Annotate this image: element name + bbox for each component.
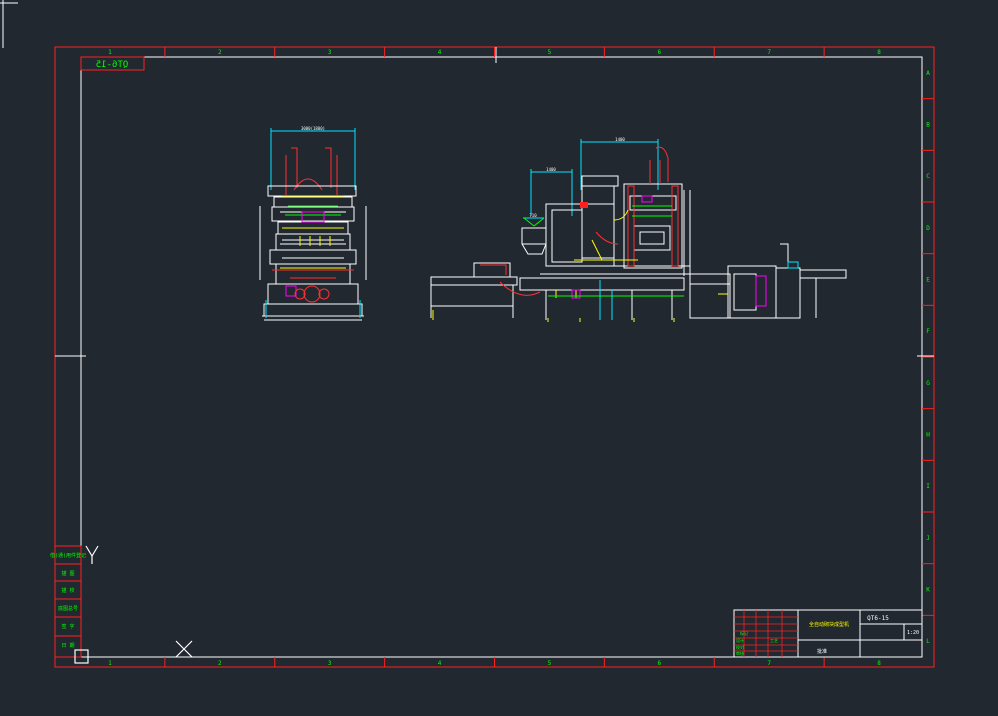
zone-col-label-top: 8 <box>877 49 881 56</box>
x-mark-icon <box>175 640 193 658</box>
zone-row-label-right: K <box>926 587 930 594</box>
side-dim-small-label: 710 <box>529 213 537 218</box>
zone-row-label-right: B <box>926 122 930 129</box>
front-dim-label: 3000(1800) <box>301 126 325 131</box>
zone-grid <box>164 47 934 667</box>
reg-label-5: 签 字 <box>61 623 74 630</box>
zone-row-label-right: D <box>926 225 930 232</box>
zone-row-label-right: J <box>926 535 930 542</box>
center-marks <box>55 47 934 357</box>
reg-label-3: 描 校 <box>61 587 74 594</box>
zone-col-label-bottom: 8 <box>877 660 881 667</box>
tb-label-check: 校对 <box>736 644 744 650</box>
front-view: 3000(1800) <box>259 126 367 321</box>
zone-col-label-top: 5 <box>548 49 552 56</box>
tb-label-review: 审核 <box>736 650 744 656</box>
drawing-code-tag: QT6-15 <box>80 56 145 71</box>
title-block: 标记 设计 校对 审核 工艺 全自动砌块成型机 批准 QT6-15 1:20 <box>733 609 923 658</box>
reg-label-1: 借(通)用件登记 <box>50 552 86 559</box>
zone-col-label-bottom: 3 <box>328 660 332 667</box>
tb-label-design: 设计 <box>736 637 744 643</box>
drawing-code-text: QT6-15 <box>96 60 129 70</box>
side-dim-top-label: 1400 <box>615 137 625 142</box>
tb-label-mark: 标记 <box>740 630 748 636</box>
zone-col-label-top: 7 <box>767 49 771 56</box>
reg-label-4: 底图总号 <box>58 605 78 612</box>
cursor-crosshair-icon <box>0 0 18 48</box>
side-view: 1400 1400 710 <box>430 137 847 322</box>
zone-row-label-right: C <box>926 173 930 180</box>
zone-col-label-top: 6 <box>658 49 662 56</box>
left-registration-block: 借(通)用件登记 描 图 描 校 底图总号 签 字 日 期 <box>50 545 86 658</box>
side-dim-mid-label: 1400 <box>546 167 556 172</box>
zone-col-label-bottom: 5 <box>548 660 552 667</box>
tb-approve-label: 批准 <box>817 648 827 655</box>
tb-title: 全自动砌块成型机 <box>809 621 849 628</box>
zone-row-label-right: A <box>926 70 930 77</box>
zone-col-label-bottom: 4 <box>438 660 442 667</box>
zone-col-label-bottom: 7 <box>767 660 771 667</box>
zone-row-label-right: H <box>926 432 930 439</box>
zone-col-label-bottom: 2 <box>218 660 222 667</box>
tb-drawing-no: QT6-15 <box>867 615 889 622</box>
zone-row-label-right: L <box>926 638 930 645</box>
zone-col-label-top: 2 <box>218 49 222 56</box>
zone-col-label-top: 4 <box>438 49 442 56</box>
reg-label-2: 描 图 <box>61 570 74 577</box>
zone-row-label-right: F <box>926 328 930 335</box>
zone-col-label-top: 1 <box>108 49 112 56</box>
tb-label-process: 工艺 <box>770 638 778 643</box>
zone-col-label-bottom: 6 <box>658 660 662 667</box>
zone-row-label-right: E <box>926 277 930 284</box>
zone-row-label-right: I <box>926 483 930 490</box>
zone-col-label-bottom: 1 <box>108 660 112 667</box>
tb-scale: 1:20 <box>907 630 919 636</box>
zone-col-label-top: 3 <box>328 49 332 56</box>
zone-row-label-right: G <box>926 380 930 387</box>
reg-label-6: 日 期 <box>61 643 74 649</box>
ucs-icon <box>74 545 99 664</box>
